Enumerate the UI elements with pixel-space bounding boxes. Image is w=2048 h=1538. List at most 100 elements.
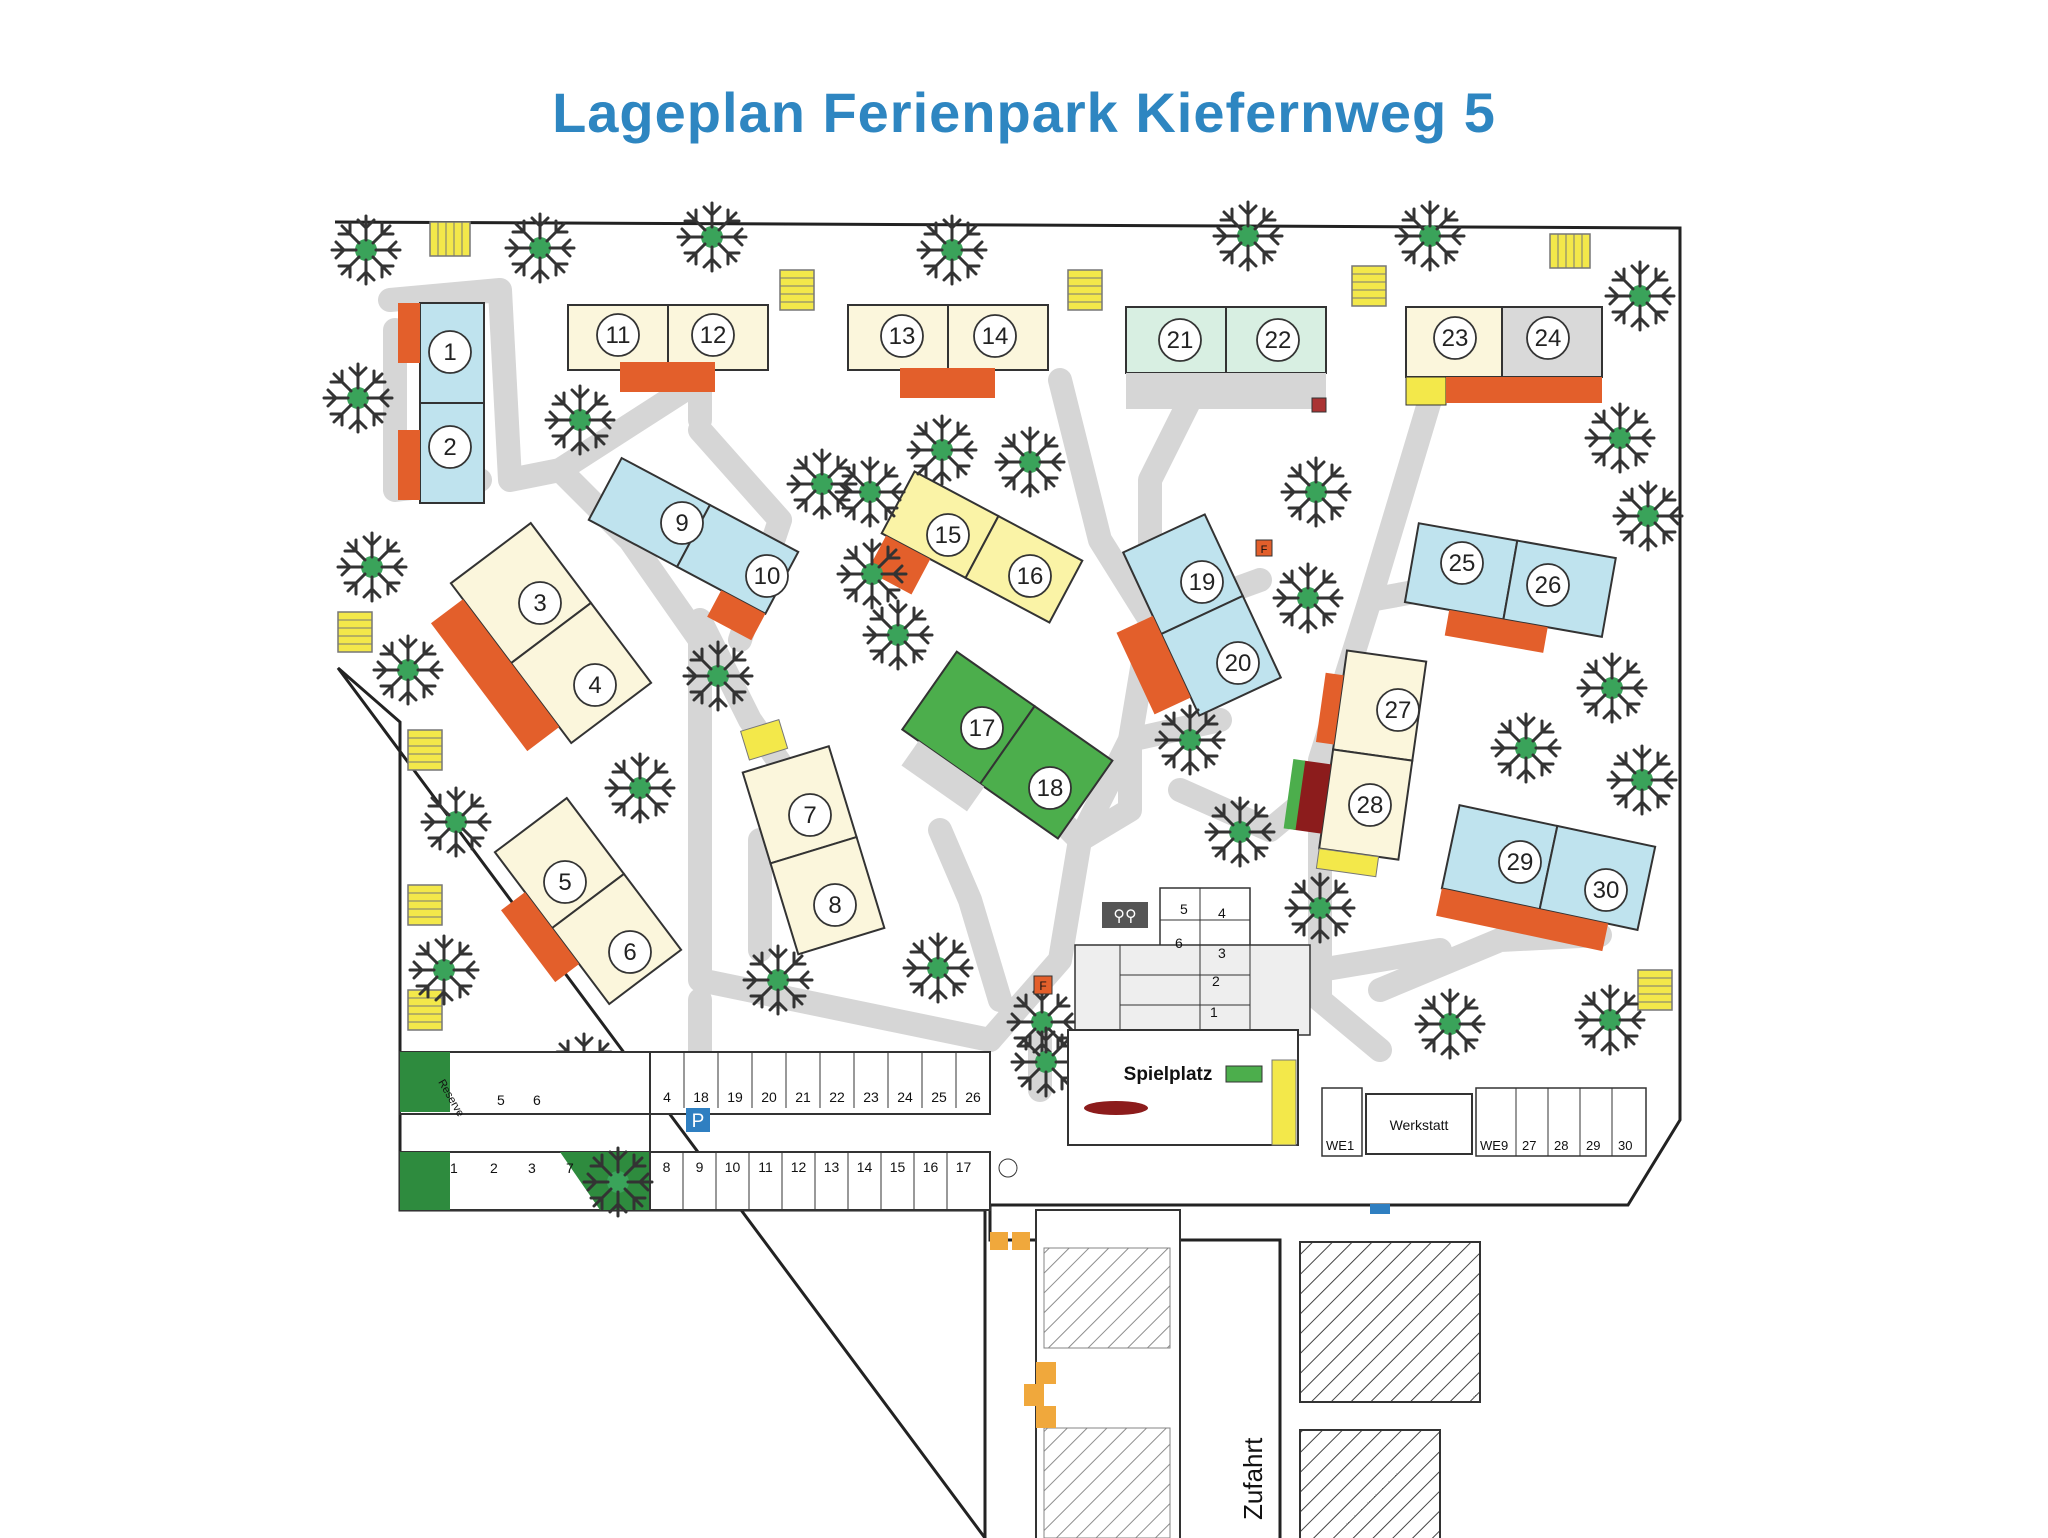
- parking-stall-24: 24: [897, 1089, 913, 1105]
- house-number-14: 14: [982, 323, 1009, 350]
- house-number-7: 7: [803, 802, 816, 829]
- house-number-27: 27: [1385, 697, 1412, 724]
- house-number-badge: [1348, 783, 1392, 827]
- access-road-label: Zufahrt: [1238, 1437, 1268, 1520]
- svg-text:28: 28: [1554, 1138, 1568, 1153]
- svg-text:7: 7: [566, 1160, 574, 1176]
- svg-text:WE1: WE1: [1326, 1138, 1354, 1153]
- svg-text:3: 3: [528, 1160, 536, 1176]
- house-number-15: 15: [935, 522, 962, 549]
- house-number-badge: [608, 930, 652, 974]
- parking-stall-12: 12: [791, 1159, 807, 1175]
- workshop[interactable]: Werkstatt: [1365, 1093, 1473, 1155]
- house-number-2: 2: [443, 434, 456, 461]
- house-number-18: 18: [1037, 775, 1064, 802]
- hatched-building: [1299, 1429, 1441, 1538]
- svg-text:3: 3: [1218, 945, 1226, 961]
- house-21-22[interactable]: [1125, 306, 1327, 413]
- svg-text:2: 2: [1212, 973, 1220, 989]
- house-number-badge: [1028, 766, 1072, 810]
- svg-text:6: 6: [1175, 935, 1183, 951]
- house-number-badge: [691, 313, 735, 357]
- house-number-badge: [745, 554, 789, 598]
- house-number-21: 21: [1167, 327, 1194, 354]
- house-number-badge: [1216, 641, 1260, 685]
- house-number-8: 8: [828, 892, 841, 919]
- house-number-badge: [660, 501, 704, 545]
- playground-label: Spielplatz: [1124, 1064, 1213, 1085]
- bicycle-storage-block[interactable]: 5 4 6 3 2 1: [1074, 887, 1311, 1036]
- fire-extinguisher-marker: F: [1255, 539, 1273, 557]
- svg-text:1: 1: [1210, 1004, 1218, 1020]
- playground[interactable]: Spielplatz: [1067, 1029, 1299, 1146]
- house-number-29: 29: [1507, 849, 1534, 876]
- house-number-badge: [960, 706, 1004, 750]
- svg-text:F: F: [1261, 544, 1268, 556]
- house-11-12[interactable]: [567, 304, 769, 392]
- svg-text:29: 29: [1586, 1138, 1600, 1153]
- parking-stall-16: 16: [923, 1159, 939, 1175]
- svg-text:2: 2: [490, 1160, 498, 1176]
- svg-text:Werkstatt: Werkstatt: [1390, 1117, 1449, 1133]
- parking-stall-15: 15: [890, 1159, 906, 1175]
- house-number-23: 23: [1442, 325, 1469, 352]
- house-number-badge: [1433, 316, 1477, 360]
- svg-text:⚲⚲: ⚲⚲: [1113, 906, 1136, 925]
- house-number-30: 30: [1593, 877, 1620, 904]
- svg-text:30: 30: [1618, 1138, 1632, 1153]
- parking-stall-19: 19: [727, 1089, 743, 1105]
- house-number-17: 17: [969, 715, 996, 742]
- house-number-25: 25: [1449, 550, 1476, 577]
- svg-text:6: 6: [533, 1092, 541, 1108]
- house-number-20: 20: [1225, 650, 1252, 677]
- house-number-badge: [1376, 688, 1420, 732]
- parking-stall-4: 4: [663, 1089, 671, 1105]
- svg-text:P: P: [692, 1111, 705, 1132]
- svg-text:27: 27: [1522, 1138, 1536, 1153]
- house-number-badge: [1498, 840, 1542, 884]
- house-number-28: 28: [1357, 792, 1384, 819]
- parking-stall-17: 17: [956, 1159, 972, 1175]
- house-3-4[interactable]: [419, 521, 653, 767]
- parking-stall-13: 13: [824, 1159, 840, 1175]
- house-number-10: 10: [754, 563, 781, 590]
- parking-stall-14: 14: [857, 1159, 873, 1175]
- parking-stall-9: 9: [696, 1159, 704, 1175]
- house-23-24[interactable]: [1405, 306, 1603, 406]
- house-number-13: 13: [889, 323, 916, 350]
- house-number-5: 5: [558, 869, 571, 896]
- svg-text:5: 5: [1180, 901, 1188, 917]
- house-number-badge: [518, 581, 562, 625]
- house-number-9: 9: [675, 510, 688, 537]
- svg-text:WE9: WE9: [1480, 1138, 1508, 1153]
- house-25-26[interactable]: [1400, 522, 1617, 662]
- house-27-28[interactable]: [1279, 645, 1428, 879]
- parking-stall-23: 23: [863, 1089, 879, 1105]
- house-number-badge: [596, 313, 640, 357]
- parking-right: WE1 WE9 27 28 29 30: [1321, 1087, 1647, 1157]
- house-number-26: 26: [1535, 572, 1562, 599]
- house-number-badge: [543, 860, 587, 904]
- house-number-badge: [1584, 868, 1628, 912]
- parking-stall-8: 8: [663, 1159, 671, 1175]
- parking-stall-25: 25: [931, 1089, 947, 1105]
- house-number-badge: [573, 663, 617, 707]
- house-13-14[interactable]: [847, 304, 1049, 398]
- parking-stall-26: 26: [965, 1089, 981, 1105]
- house-number-badge: [880, 314, 924, 358]
- house-number-24: 24: [1535, 325, 1562, 352]
- house-number-12: 12: [700, 322, 727, 349]
- house-number-badge: [973, 314, 1017, 358]
- house-number-badge: [1526, 316, 1570, 360]
- house-number-badge: [1180, 560, 1224, 604]
- house-number-16: 16: [1017, 563, 1044, 590]
- svg-text:1: 1: [450, 1160, 458, 1176]
- house-number-badge: [1158, 318, 1202, 362]
- house-number-badge: [1440, 541, 1484, 585]
- house-number-3: 3: [533, 590, 546, 617]
- house-number-19: 19: [1189, 569, 1216, 596]
- house-number-badge: [1256, 318, 1300, 362]
- svg-text:F: F: [1039, 979, 1046, 993]
